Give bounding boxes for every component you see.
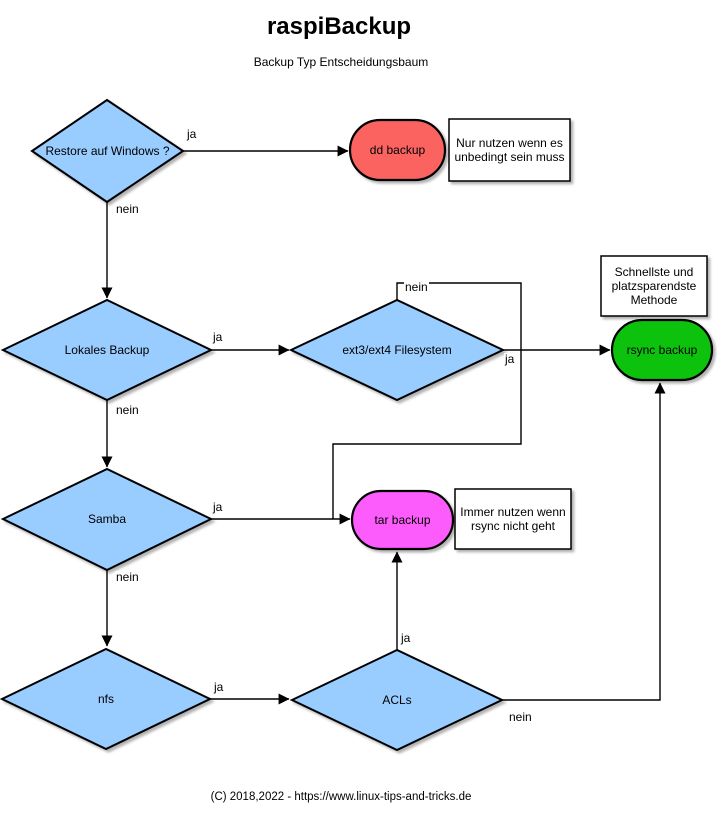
decision-restore-windows [30, 98, 185, 204]
terminal-tar-backup [350, 489, 455, 551]
page-subtitle: Backup Typ Entscheidungsbaum [253, 55, 429, 69]
copyright-text: (C) 2018,2022 - https://www.linux-tips-a… [210, 791, 472, 803]
edge-acls-nein [502, 382, 666, 701]
decision-group [0, 98, 506, 752]
terminal-group [348, 118, 714, 551]
note-group [448, 118, 708, 550]
note-box-tar [454, 488, 572, 550]
terminal-rsync-backup [610, 318, 714, 382]
decision-ext-filesystem [288, 298, 506, 402]
decision-samba [0, 467, 214, 572]
note-box-dd [448, 118, 571, 182]
decision-acls [289, 648, 505, 752]
edge-ext-nein [332, 282, 522, 519]
decision-nfs [0, 647, 213, 751]
decision-lokales-backup [0, 298, 214, 402]
page-title: raspiBackup [266, 13, 412, 40]
terminal-dd-backup [348, 118, 447, 182]
note-box-rsync [600, 255, 708, 317]
edge-group [101, 145, 666, 705]
